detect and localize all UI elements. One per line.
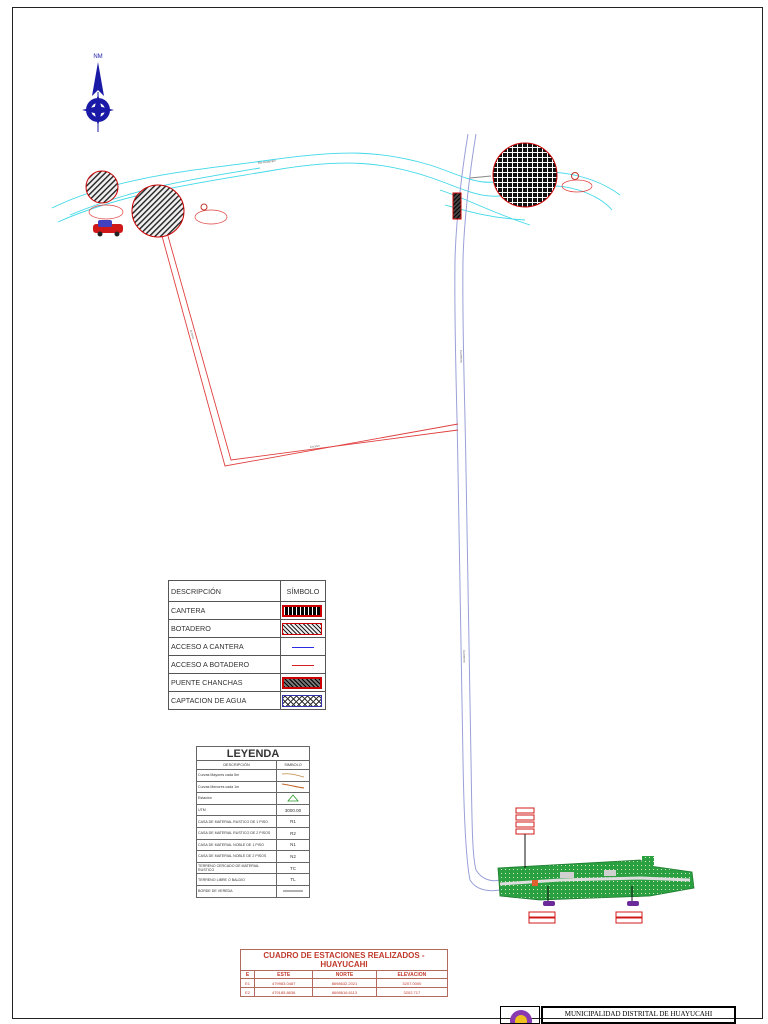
svg-text:Carretera: Carretera	[459, 350, 463, 363]
svg-text:Acceso: Acceso	[310, 443, 321, 449]
table-row: PUENTE CHANCHAS	[168, 673, 326, 692]
station-este: 479185.8636	[254, 987, 314, 997]
huayucahi-town-block	[497, 856, 695, 901]
legend-value: N1	[276, 838, 310, 852]
legend-label: UTM	[196, 803, 277, 817]
stations-table: CUADRO DE ESTACIONES REALIZADOS - HUAYUC…	[239, 949, 449, 997]
table-row: E1 479983.0487 8698632.2021 3207.0000	[239, 978, 449, 988]
station-id: E2	[239, 987, 256, 997]
symbol-label: PUENTE CHANCHAS	[168, 673, 281, 692]
symbol-label: CANTERA	[168, 601, 281, 620]
puente-symbol-icon	[282, 676, 322, 689]
station-elevacion: 3207.0000	[375, 978, 449, 988]
botadero-access-road	[161, 235, 459, 467]
symbol-table: DESCRIPCIÓN SÍMBOLO CANTERA BOTADERO ACC…	[168, 580, 326, 710]
station-triangle-icon	[287, 794, 299, 802]
major-contour-icon	[281, 773, 305, 778]
table-row: BORDE DE VEREDA	[196, 884, 310, 898]
cantera-area	[492, 142, 558, 208]
symbol-label: ACCESO A CANTERA	[168, 637, 281, 656]
cantera-symbol-icon	[282, 604, 322, 617]
station-elevacion: 3202.717	[375, 987, 449, 997]
stations-title: CUADRO DE ESTACIONES REALIZADOS - HUAYUC…	[240, 949, 448, 971]
symbol-label: BOTADERO	[168, 619, 281, 638]
symbol-label: CAPTACION DE AGUA	[168, 691, 281, 710]
legend-label: CASA DE MATERIAL RUSTICO DE 2 PISOS	[196, 826, 277, 840]
table-row: Curvas Menores cada 1m	[196, 780, 310, 794]
minor-contour-icon	[281, 783, 305, 789]
stations-col-norte: NORTE	[312, 970, 377, 979]
legend-label: TERRENO LIBRE O BALDIO	[196, 873, 277, 886]
vehicle-icon	[93, 220, 123, 237]
stations-col-este: ESTE	[254, 970, 314, 979]
legend-label: TERRENO CERCADO DE MATERIAL RUSTICO	[196, 861, 277, 875]
sidewalk-line-icon	[283, 890, 303, 892]
town-vehicle-icons	[543, 901, 639, 906]
legend-value: R2	[276, 826, 310, 840]
captacion-area	[85, 170, 119, 204]
botadero-marker	[194, 203, 228, 225]
legend-title: LEYENDA	[196, 746, 310, 761]
legend-value: TC	[276, 861, 310, 875]
legend-header-desc: DESCRIPCIÓN	[196, 760, 277, 770]
legend-label: Curvas Mayores cada 5m	[196, 769, 277, 782]
red-line-icon	[282, 659, 324, 671]
north-arrow-icon: NM	[82, 54, 114, 132]
botadero-area	[131, 184, 185, 238]
table-row: Curvas Mayores cada 5m	[196, 769, 310, 782]
legend-label: CASA DE MATERIAL NOBLE DE 2 PISOS	[196, 850, 277, 863]
cantera-marker	[561, 172, 593, 193]
legend-value: TL	[276, 873, 310, 886]
svg-text:Carretera: Carretera	[462, 650, 466, 663]
north-label: NM	[93, 54, 102, 60]
blue-line-icon	[282, 641, 324, 653]
title-block-institution: MUNICIPALIDAD DISTRITAL DE HUAYUCAHI	[541, 1006, 736, 1024]
symbol-label: ACCESO A BOTADERO	[168, 655, 281, 674]
legend-label: Curvas Menores cada 1m	[196, 780, 277, 794]
table-row: ACCESO A CANTERA	[168, 637, 326, 656]
botadero-symbol-icon	[282, 622, 322, 635]
coat-of-arms-icon	[510, 1010, 532, 1023]
symbol-table-header-desc: DESCRIPCIÓN	[168, 580, 281, 602]
legend-label: BORDE DE VEREDA	[196, 884, 277, 898]
stations-col-e: E	[239, 970, 256, 979]
drawing-frame	[12, 7, 763, 1019]
puente-chanchas	[452, 192, 462, 220]
legend-label: Estación	[196, 792, 277, 805]
legend-table: LEYENDA DESCRIPCIÓN SIMBOLO Curvas Mayor…	[196, 746, 310, 898]
station-norte: 8698616.6113	[312, 987, 377, 997]
table-row: BOTADERO	[168, 619, 326, 638]
captacion-callout	[88, 204, 124, 220]
legend-value: 3000.00	[276, 803, 310, 817]
legend-header-sym: SIMBOLO	[276, 760, 310, 770]
captacion-symbol-icon	[282, 694, 322, 707]
legend-label: CASA DE MATERIAL NOBLE DE 1 PISO	[196, 838, 277, 852]
svg-text:Rio Huaycahi: Rio Huaycahi	[258, 158, 277, 164]
legend-value: R1	[276, 815, 310, 828]
station-este: 479983.0487	[254, 978, 314, 988]
table-row: E2 479185.8636 8698616.6113 3202.717	[239, 987, 449, 997]
station-id: E1	[239, 978, 256, 988]
table-row: ACCESO A BOTADERO	[168, 655, 326, 674]
station-norte: 8698632.2021	[312, 978, 377, 988]
legend-label: CASA DE MATERIAL RUSTICO DE 1 PISO	[196, 815, 277, 828]
main-road	[454, 133, 501, 892]
table-row: Estación	[196, 792, 310, 805]
stations-col-elevacion: ELEVACION	[375, 970, 449, 979]
table-row: CAPTACION DE AGUA	[168, 691, 326, 710]
symbol-table-header-sym: SÍMBOLO	[280, 580, 326, 602]
svg-text:Acceso: Acceso	[189, 329, 196, 340]
municipality-logo	[500, 1006, 540, 1024]
table-row: CANTERA	[168, 601, 326, 620]
legend-value: N2	[276, 850, 310, 863]
